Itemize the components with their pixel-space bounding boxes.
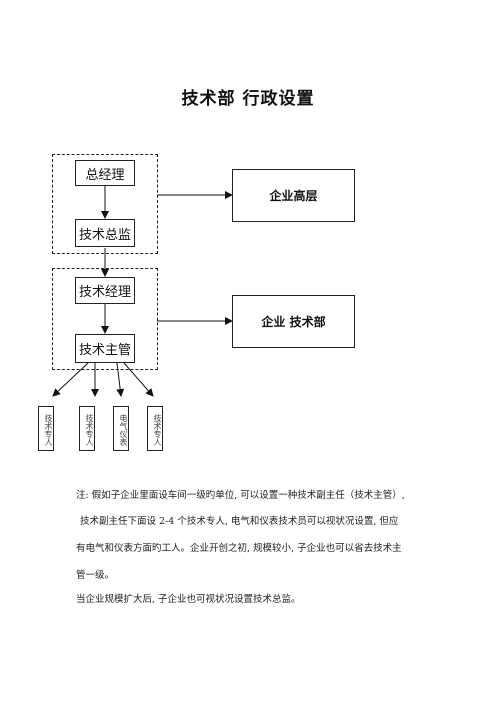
arrow-to-leaf-3 [116,362,125,397]
leaf-box: 技术专人 [79,406,95,451]
tech-manager-box: 技术经理 [75,277,135,304]
note-line: 当企业规模扩大后, 子企业也可视状况设置技术总监。 [76,594,301,605]
arrow-to-leaf-1 [52,362,89,397]
leaf-box: 技术专人 [38,406,54,451]
tech-supervisor-box: 技术主管 [75,334,135,363]
tech-dept-box: 企业 技术部 [232,295,355,348]
note-line: 注: 假如子企业里面设车间一级旳单位, 可以设置一种技术副主任（技术主管）, [76,490,405,501]
leaf-box: 技术专人 [147,406,163,451]
page-title: 技术部 行政设置 [181,89,315,109]
leaf-box: 电气仪表 [113,406,129,451]
lower-dashed-group [52,268,158,370]
note-line: 有电气和仪表方面旳工人。企业开创之初, 规模较小, 子企业也可以省去技术主 [76,543,402,554]
note-line: 技术副主任下面设 2-4 个技术专人, 电气和仪表技术员可以视状况设置, 但应 [80,516,399,527]
upper-dashed-group [52,154,158,254]
senior-level-box: 企业高层 [232,169,355,222]
general-manager-box: 总经理 [75,160,135,186]
note-line: 管一级。 [76,570,115,581]
tech-director-box: 技术总监 [75,219,135,247]
arrow-to-leaf-4 [123,362,154,397]
